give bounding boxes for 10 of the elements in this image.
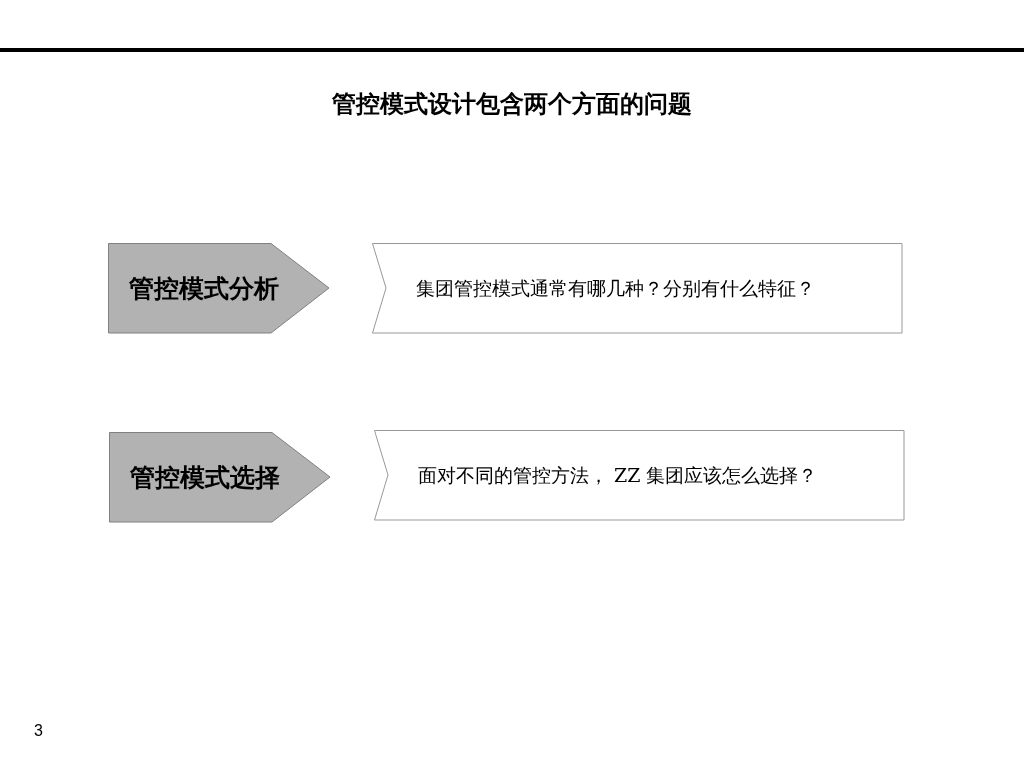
step-label: 管控模式选择 xyxy=(130,462,280,494)
title: 管控模式设计包含两个方面的问题 xyxy=(332,90,692,118)
chevron-notched-box xyxy=(374,430,905,521)
step-label: 管控模式分析 xyxy=(129,273,279,305)
pentagon-arrow-box xyxy=(108,243,330,334)
chevron-notched-box xyxy=(372,243,903,334)
question-text: 集团管控模式通常有哪几种？分别有什么特征？ xyxy=(416,275,815,301)
pentagon-arrow-box xyxy=(109,432,331,523)
page-number: 3 xyxy=(34,722,43,740)
question-text: 面对不同的管控方法， ZZ 集团应该怎么选择？ xyxy=(418,462,818,488)
